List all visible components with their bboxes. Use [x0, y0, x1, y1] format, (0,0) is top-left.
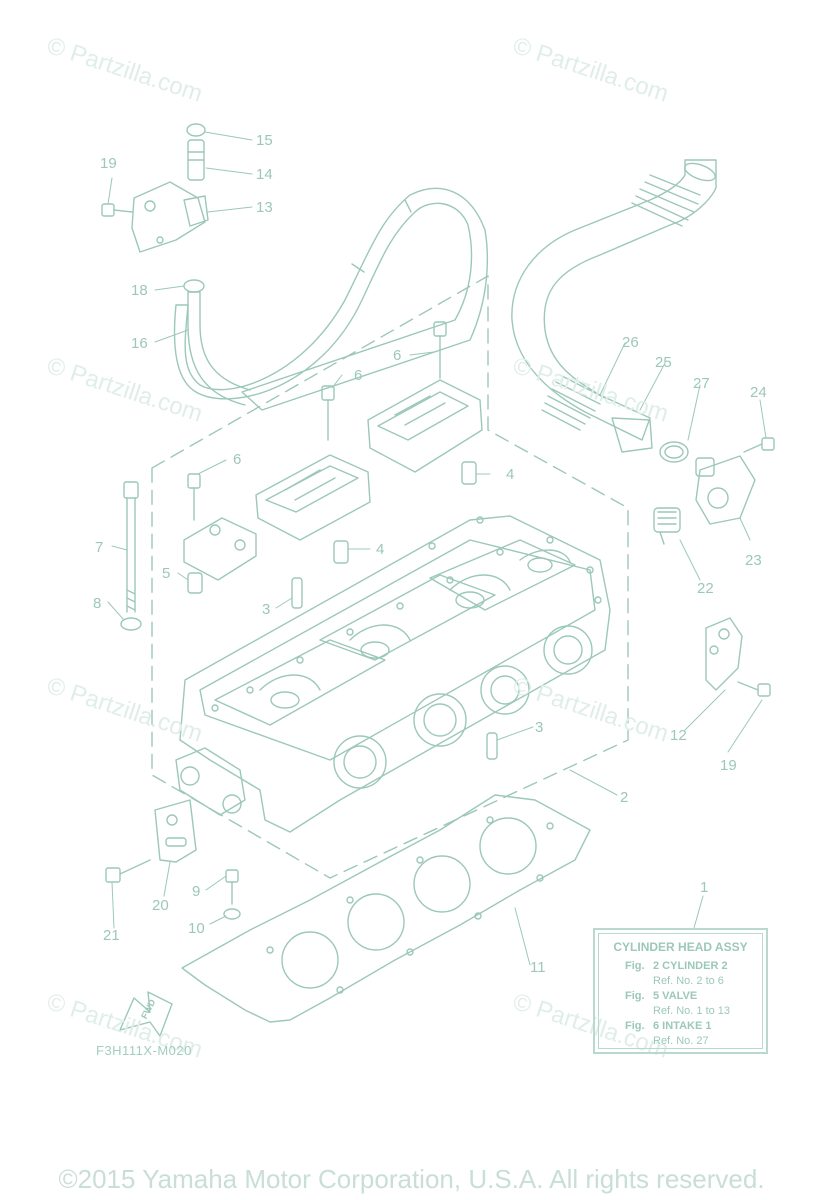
reference-box: CYLINDER HEAD ASSY Fig. 2 CYLINDER 2 Ref… [593, 928, 768, 1054]
ref-text: Ref. No. 1 to 13 [653, 1005, 731, 1017]
callout-24: 24 [750, 384, 767, 401]
callout-18: 18 [131, 282, 148, 299]
camshaft-cap-front [183, 517, 257, 581]
callout-25: 25 [655, 354, 672, 371]
cylinder-head [175, 515, 611, 833]
ref-text: Ref. No. 2 to 6 [653, 975, 724, 987]
callout-15: 15 [256, 132, 273, 149]
bolt-24 [743, 437, 775, 453]
callout-11: 11 [530, 959, 546, 976]
camshaft-cap-left [255, 454, 371, 541]
thermostat-housing-23 [695, 455, 756, 525]
ref-text: 6 INTAKE 1 [653, 1020, 712, 1032]
callout-4: 4 [506, 466, 515, 483]
callout-5: 5 [162, 565, 171, 582]
ref-label: Fig. [625, 990, 645, 1002]
copyright-footer: ©2015 Yamaha Motor Corporation, U.S.A. A… [58, 1164, 765, 1194]
dowel-4b [333, 540, 349, 564]
clip-18 [183, 279, 205, 293]
bracket-13 [131, 123, 209, 253]
ref-label: Fig. [625, 960, 645, 972]
fwd-arrow-icon [119, 991, 173, 1037]
bolt-6-a [433, 321, 447, 379]
bolt-6-b [321, 385, 335, 441]
figure-code: F3H111X-M020 [96, 1043, 192, 1058]
bolt-21 [105, 859, 151, 883]
callout-14: 14 [256, 166, 273, 183]
callout-4: 4 [376, 541, 385, 558]
pin-3-b [486, 732, 498, 760]
dowel-4a [461, 461, 477, 485]
callout-16: 16 [131, 335, 148, 352]
intake-hose [511, 159, 717, 463]
callout-3: 3 [535, 719, 544, 736]
head-gasket [181, 794, 591, 1023]
bolt-7 [123, 481, 139, 613]
camshaft-cap-right [367, 379, 483, 473]
assembly-boundary [151, 275, 629, 879]
ref-text: 2 CYLINDER 2 [653, 960, 728, 972]
callout-26: 26 [622, 334, 639, 351]
plate-12 [705, 617, 743, 691]
callout-12: 12 [670, 727, 687, 744]
hose-16 [187, 291, 251, 406]
dowel-5 [187, 572, 203, 594]
thermostat-22 [653, 507, 681, 545]
callout-19: 19 [100, 155, 117, 172]
ref-text: Ref. No. 27 [653, 1035, 709, 1047]
callout-8: 8 [93, 595, 102, 612]
callout-13: 13 [256, 199, 273, 216]
callout-2: 2 [620, 789, 629, 806]
bolt-6-c [187, 473, 201, 521]
callout-6: 6 [233, 451, 242, 468]
bolt-19-lower [737, 681, 771, 697]
breather-hose [173, 187, 489, 411]
callout-10: 10 [188, 920, 205, 937]
callout-27: 27 [693, 375, 710, 392]
callout-9: 9 [192, 883, 201, 900]
bolt-9 [225, 869, 239, 905]
bolt-19-upper [101, 203, 133, 217]
callout-7: 7 [95, 539, 104, 556]
callout-3: 3 [262, 601, 271, 618]
callout-1: 1 [700, 879, 709, 896]
callout-6: 6 [393, 347, 402, 364]
callout-23: 23 [745, 552, 762, 569]
pin-3-a [291, 577, 303, 609]
callout-21: 21 [103, 927, 120, 944]
bracket-20 [154, 799, 197, 863]
callout-6: 6 [354, 367, 363, 384]
ref-label: Fig. [625, 1020, 645, 1032]
ref-text: 5 VALVE [653, 990, 698, 1002]
washer-10 [223, 908, 241, 920]
washer-8 [120, 617, 142, 631]
reference-box-title: CYLINDER HEAD ASSY [613, 940, 748, 954]
callout-22: 22 [697, 580, 714, 597]
callout-20: 20 [152, 897, 169, 914]
leader-lines [107, 131, 767, 966]
callout-19: 19 [720, 757, 737, 774]
